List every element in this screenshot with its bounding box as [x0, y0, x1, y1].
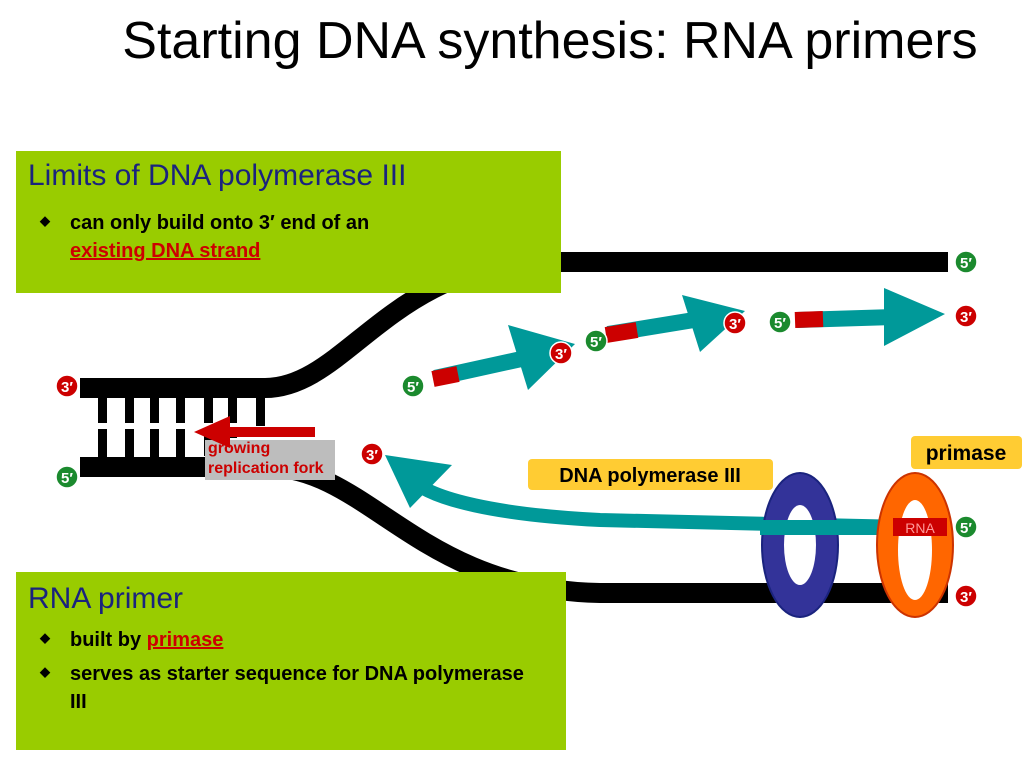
end-badge-three-fragment1: 3′: [549, 341, 573, 365]
rna-primer-bullet-2: ◆ serves as starter sequence for DNA pol…: [40, 660, 540, 716]
leading-strand-arrowhead: [385, 455, 452, 508]
end-badge-three-top-right: 3′: [954, 304, 978, 328]
okazaki-fragment-1: [431, 325, 575, 390]
end-badge-three-fragment2: 3′: [723, 311, 747, 335]
end-badge-five-left-bottom: 5′: [55, 465, 79, 489]
diamond-bullet-icon: ◆: [40, 664, 50, 679]
growing-fork-label-line2: replication fork: [208, 460, 324, 477]
svg-text:5′: 5′: [590, 334, 602, 351]
base-pairs: [93, 388, 265, 464]
end-badge-three-leading: 3′: [360, 442, 384, 466]
strand-through-polymerase: [760, 520, 910, 535]
svg-text:3′: 3′: [729, 316, 741, 333]
diamond-bullet-icon: ◆: [40, 213, 50, 228]
end-badge-three-left-top: 3′: [55, 374, 79, 398]
svg-text:3′: 3′: [960, 589, 972, 606]
okazaki-fragment-3: [794, 288, 945, 346]
svg-text:5′: 5′: [61, 470, 73, 487]
end-badge-five-fragment3: 5′: [768, 310, 792, 334]
limits-heading: Limits of DNA polymerase III: [28, 159, 407, 192]
rna-primer-bullet-1: ◆ built by primase: [40, 626, 540, 654]
svg-text:3′: 3′: [61, 379, 73, 396]
diamond-bullet-icon: ◆: [40, 630, 50, 645]
rna-label: RNA: [905, 520, 935, 536]
svg-text:5′: 5′: [960, 520, 972, 537]
svg-text:3′: 3′: [555, 346, 567, 363]
svg-text:5′: 5′: [774, 315, 786, 332]
end-badge-five-fragment2: 5′: [584, 329, 608, 353]
page-title: Starting DNA synthesis: RNA primers: [122, 12, 978, 70]
growing-fork-arrow: [194, 416, 315, 448]
primase-link: primase: [146, 629, 224, 651]
existing-dna-strand-link: existing DNA strand: [70, 240, 261, 262]
primase-label-bg: [911, 436, 1022, 469]
end-badge-three-bottom-right: 3′: [954, 584, 978, 608]
end-badge-five-top-right: 5′: [954, 250, 978, 274]
svg-text:3′: 3′: [960, 309, 972, 326]
rna-primer-bullet-1-text: built by: [70, 629, 142, 651]
end-badge-five-primase: 5′: [954, 515, 978, 539]
primase-label: primase: [926, 442, 1007, 465]
dna-polymerase-label-bg: [528, 459, 773, 490]
rna-primer-heading: RNA primer: [28, 582, 184, 615]
okazaki-fragment-2: [604, 295, 745, 352]
growing-fork-label-line1: growing: [208, 440, 270, 457]
dna-polymerase-ring: [761, 472, 839, 618]
limits-bullet-1-text: can only build onto 3′ end of an: [70, 212, 370, 234]
rna-primer-block: [893, 518, 947, 536]
svg-text:5′: 5′: [407, 379, 419, 396]
svg-text:3′: 3′: [366, 447, 378, 464]
primase-ring: [876, 472, 954, 618]
rna-primer-bullet-2-text: serves as starter sequence for DNA polym…: [70, 663, 524, 713]
svg-text:5′: 5′: [960, 255, 972, 272]
limits-bullet-1: ◆ can only build onto 3′ end of an existi…: [40, 209, 540, 265]
rna-primer-box: RNA primer ◆ built by primase ◆ serves a…: [16, 572, 566, 750]
dna-polymerase-limits-box: Limits of DNA polymerase III ◆ can only …: [16, 151, 561, 293]
fork-label-background: [205, 440, 335, 480]
dna-polymerase-label: DNA polymerase III: [559, 465, 741, 487]
end-badge-five-fragment1: 5′: [401, 374, 425, 398]
